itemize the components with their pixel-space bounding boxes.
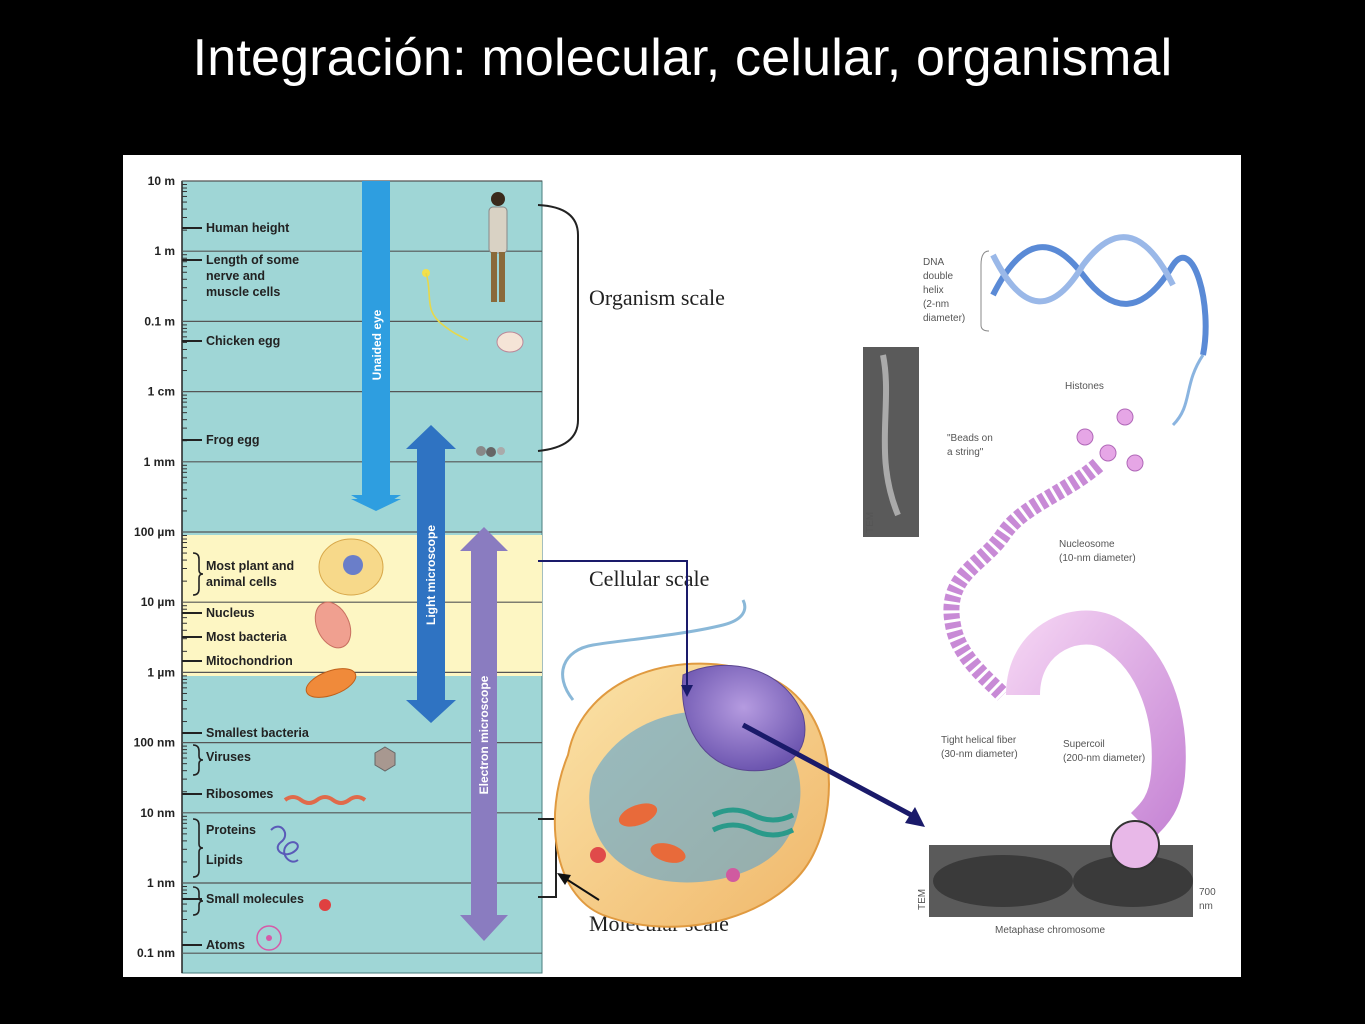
frog-egg-icon bbox=[476, 446, 505, 457]
scale-item-label: Chicken egg bbox=[206, 334, 280, 348]
chromosome-size-label: 700 nm bbox=[1199, 887, 1216, 912]
scale-item-label: Lipids bbox=[206, 853, 243, 867]
scale-item-label: nerve and bbox=[206, 269, 265, 283]
plant-cell-icon bbox=[318, 538, 384, 596]
scale-item-label: Atoms bbox=[206, 938, 245, 952]
scale-tick-label: 0.1 nm bbox=[137, 946, 175, 960]
scale-minor-ticks bbox=[182, 184, 187, 933]
scale-tick-label: 10 nm bbox=[140, 806, 175, 820]
svg-text:DNA: DNA bbox=[923, 257, 944, 268]
svg-text:Nucleosome: Nucleosome bbox=[1059, 539, 1115, 550]
svg-text:(200-nm diameter): (200-nm diameter) bbox=[1063, 753, 1145, 764]
organism-bracket bbox=[537, 204, 579, 452]
svg-text:double: double bbox=[923, 271, 953, 282]
scale-item-label: Small molecules bbox=[206, 892, 304, 906]
protein-icon bbox=[270, 825, 299, 863]
bacterium-icon bbox=[314, 601, 352, 649]
unaided-eye-label: Unaided eye bbox=[370, 309, 384, 380]
electron-microscope-label: Electron microscope bbox=[477, 675, 491, 794]
svg-text:(10-nm diameter): (10-nm diameter) bbox=[1059, 553, 1136, 564]
scale-tick-label: 10 m bbox=[148, 174, 175, 188]
scale-item-label: Nucleus bbox=[206, 606, 255, 620]
human-figure-icon bbox=[488, 192, 508, 302]
svg-text:Tight helical fiber: Tight helical fiber bbox=[941, 735, 1017, 746]
scale-item-label: Viruses bbox=[206, 750, 251, 764]
virus-icon bbox=[374, 746, 396, 772]
scale-item-label: Most plant and bbox=[206, 559, 294, 573]
slide-title: Integración: molecular, celular, organis… bbox=[192, 29, 1173, 87]
supercoil-label: Supercoil (200-nm diameter) bbox=[1063, 739, 1145, 764]
scale-tick-label: 1 m bbox=[154, 244, 175, 258]
nucleosome-label: Nucleosome (10-nm diameter) bbox=[1059, 539, 1136, 564]
metaphase-label: Metaphase chromosome bbox=[995, 925, 1105, 936]
tem-micrograph bbox=[863, 347, 919, 537]
scale-item-label: Mitochondrion bbox=[206, 654, 293, 668]
scale-item-label: Smallest bacteria bbox=[206, 726, 310, 740]
svg-text:a string": a string" bbox=[947, 447, 984, 458]
electron-microscope-arrow: Electron microscope bbox=[460, 527, 508, 941]
svg-text:"Beads on: "Beads on bbox=[947, 433, 993, 444]
scale-tick-label: 1 cm bbox=[148, 385, 175, 399]
scale-item-label: Human height bbox=[206, 221, 290, 235]
svg-text:nm: nm bbox=[1199, 901, 1213, 912]
scale-tick-label: 0.1 m bbox=[144, 314, 175, 328]
nucleus-to-chromosome-arrow bbox=[741, 722, 925, 827]
tem-label-2: TEM bbox=[917, 889, 928, 910]
molecular-bracket bbox=[538, 818, 557, 898]
ribosomes-icon bbox=[283, 795, 367, 805]
small-molecule-icon bbox=[319, 899, 331, 911]
histones-label: Histones bbox=[1065, 381, 1104, 392]
scale-tick-label: 100 nm bbox=[134, 736, 175, 750]
scale-item-label: Ribosomes bbox=[206, 787, 273, 801]
atom-icon bbox=[256, 925, 282, 951]
scale-tick-label: 10 µm bbox=[141, 595, 175, 609]
scale-tick-labels: 10 m 1 m 0.1 m 1 cm 1 mm 100 µm 10 µm 1 µm 100 n… bbox=[134, 174, 175, 960]
scale-tick-label: 1 mm bbox=[144, 455, 175, 469]
chicken-egg-icon bbox=[496, 331, 524, 353]
organism-scale-label: Organism scale bbox=[589, 285, 725, 310]
nerve-cell-icon bbox=[422, 269, 469, 341]
scale-item-label: Proteins bbox=[206, 823, 256, 837]
beads-label: "Beads on a string" bbox=[947, 433, 993, 458]
svg-text:helix: helix bbox=[923, 285, 944, 296]
biology-scale-diagram: 10 m 1 m 0.1 m 1 cm 1 mm 100 µm 10 µm 1 µm 100 n… bbox=[134, 174, 1216, 974]
chromosome-zoom-circle bbox=[1110, 820, 1160, 870]
group-brace bbox=[192, 744, 204, 776]
cellular-connector-arrow bbox=[538, 560, 693, 697]
scale-item-label: Most bacteria bbox=[206, 630, 288, 644]
tight-fiber-label: Tight helical fiber (30-nm diameter) bbox=[941, 735, 1018, 760]
scale-item-label: Length of some bbox=[206, 253, 299, 267]
tem-label: TEM bbox=[865, 512, 876, 533]
molecular-connector-arrow bbox=[557, 873, 600, 901]
figure-panel: 10 m 1 m 0.1 m 1 cm 1 mm 100 µm 10 µm 1 µm 100 n… bbox=[123, 155, 1241, 977]
scale-tick-label: 1 µm bbox=[147, 665, 175, 679]
svg-text:700: 700 bbox=[1199, 887, 1216, 898]
svg-text:Supercoil: Supercoil bbox=[1063, 739, 1105, 750]
scale-item-label: muscle cells bbox=[206, 285, 280, 299]
svg-text:diameter): diameter) bbox=[923, 313, 965, 324]
group-brace bbox=[192, 886, 204, 916]
svg-text:(30-nm diameter): (30-nm diameter) bbox=[941, 749, 1018, 760]
svg-text:(2-nm: (2-nm bbox=[923, 299, 949, 310]
mitochondrion-icon bbox=[305, 668, 357, 698]
scale-item-label: animal cells bbox=[206, 575, 277, 589]
light-microscope-arrow: Light microscope bbox=[406, 425, 456, 723]
dna-helix-label: DNA double helix (2-nm diameter) bbox=[923, 250, 990, 332]
animal-cell-illustration bbox=[553, 599, 830, 928]
light-microscope-label: Light microscope bbox=[424, 525, 438, 625]
cellular-scale-label: Cellular scale bbox=[589, 566, 709, 591]
scale-tick-label: 100 µm bbox=[134, 525, 175, 539]
group-brace bbox=[192, 552, 204, 596]
scale-tick-label: 1 nm bbox=[147, 876, 175, 890]
dna-packaging-illustration: TEM TEM bbox=[863, 234, 1209, 917]
scale-item-label: Frog egg bbox=[206, 433, 259, 447]
unaided-eye-arrow: Unaided eye bbox=[351, 181, 401, 511]
group-brace bbox=[192, 818, 204, 878]
